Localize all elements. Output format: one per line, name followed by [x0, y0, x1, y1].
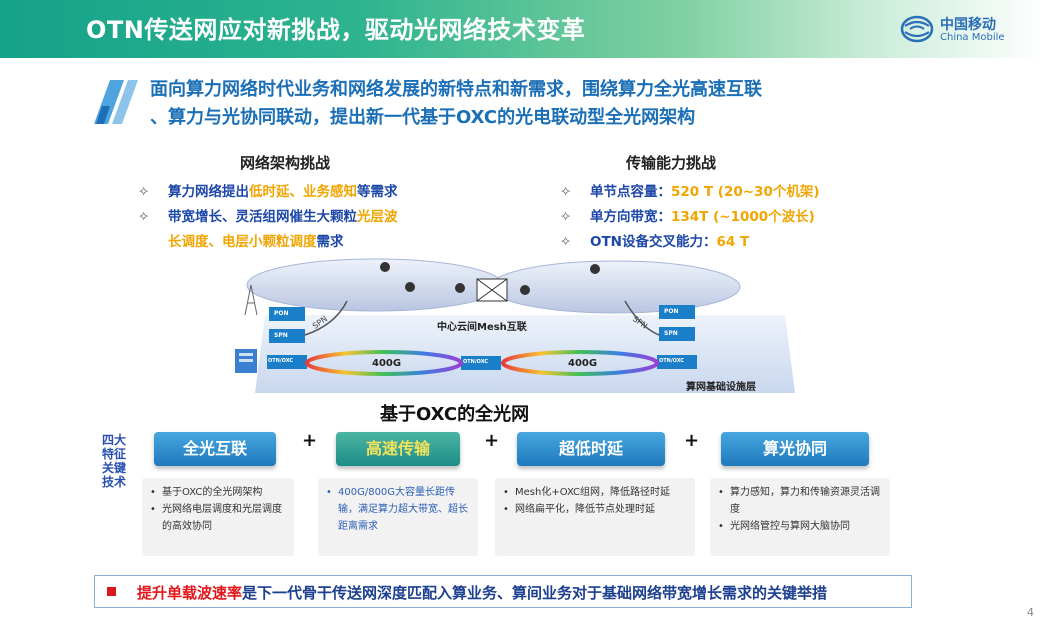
network-challenge-title: 网络架构挑战 [240, 154, 331, 172]
feature-detail-item: •基于OXC的全光网架构 [150, 487, 263, 498]
feature-all-optical-interconnect: 全光互联 [154, 432, 276, 466]
page-number: 4 [1027, 606, 1034, 619]
feature-detail-item: •Mesh化+OXC组网，降低路径时延 [503, 487, 671, 498]
transport-challenge-item: ✧ 单方向带宽：134T (~1000个波长) [560, 205, 920, 230]
network-challenge-list: ✧ 算力网络提出低时延、业务感知等需求 ✧ 带宽增长、灵活组网催生大颗粒光层波 … [138, 180, 498, 255]
otn-oxc-label-right: OTN/OXC [659, 358, 685, 364]
feature-detail-item: •400G/800G大容量长距传输，满足算力超大带宽、超长距离需求 [326, 487, 468, 532]
diamond-bullet-icon: ✧ [138, 209, 150, 225]
spn-label: SPN [274, 332, 288, 339]
feature-detail-item: •光网络管控与算网大脑协同 [718, 521, 850, 532]
intro-text: 面向算力网络时代业务和网络发展的新特点和新需求，围绕算力全光高速互联 、算力与光… [150, 76, 910, 132]
spn-box-right [659, 327, 695, 341]
feature-high-speed-transmission: 高速传输 [336, 432, 460, 466]
plus-sign: + [484, 430, 500, 451]
pon-label: PON [274, 310, 289, 317]
feature-detail-item: •光网络电层调度和光层调度的高效协同 [150, 504, 282, 532]
diamond-bullet-icon: ✧ [560, 184, 572, 200]
red-square-bullet-icon [107, 587, 116, 596]
transport-challenge-item: ✧ 单节点容量：520 T (20~30个机架) [560, 180, 920, 205]
transport-challenge-item: ✧ OTN设备交叉能力：64 T [560, 230, 920, 255]
china-mobile-logo-icon [900, 15, 934, 43]
network-node [380, 262, 390, 272]
otn-oxc-box-left [267, 355, 307, 369]
diamond-bullet-icon: ✧ [560, 234, 572, 250]
diamond-bullet-icon: ✧ [138, 184, 150, 200]
plus-sign: + [302, 430, 318, 451]
oxc-all-optical-title: 基于OXC的全光网 [380, 404, 530, 425]
ring-400g-right [501, 350, 659, 376]
ring-400g-left [305, 350, 463, 376]
four-features-vertical-label: 四大特征关键技术 [101, 433, 126, 489]
network-challenge-item-cont: 长调度、电层小颗粒调度需求 [168, 234, 344, 250]
infra-layer-label: 算网基础设施层 [686, 382, 756, 393]
intro-line-1: 面向算力网络时代业务和网络发展的新特点和新需求，围绕算力全光高速互联 [150, 79, 762, 100]
network-challenge-item: ✧ 算力网络提出低时延、业务感知等需求 [138, 180, 498, 205]
spn-label-right: SPN [664, 330, 678, 337]
feature-detail-box: •基于OXC的全光网架构 •光网络电层调度和光层调度的高效协同 [142, 478, 294, 556]
logo-text-en: China Mobile [940, 32, 1005, 43]
mesh-label: 中心云间Mesh互联 [437, 322, 527, 333]
page-title: OTN传送网应对新挑战，驱动光网络技术变革 [86, 16, 586, 44]
mesh-interconnect-icon [476, 278, 508, 302]
left-cloud [246, 258, 504, 312]
network-node [590, 264, 600, 274]
network-architecture-diagram [235, 258, 795, 393]
network-node [455, 283, 465, 293]
feature-detail-box: •Mesh化+OXC组网，降低路径时延 •网络扁平化，降低节点处理时延 [495, 478, 695, 556]
network-node [405, 282, 415, 292]
slash-bars-icon [94, 80, 138, 124]
conclusion-text: 提升单载波速率是下一代骨干传送网深度匹配入算业务、算间业务对于基础网络带宽增长需… [137, 584, 828, 602]
otn-oxc-box-center [461, 356, 501, 370]
title-bar: OTN传送网应对新挑战，驱动光网络技术变革 中国移动 China Mobile [0, 0, 1045, 58]
transport-challenge-title: 传输能力挑战 [626, 154, 717, 172]
feature-detail-item: •算力感知，算力和传输资源灵活调度 [718, 487, 880, 515]
network-node [520, 285, 530, 295]
diamond-bullet-icon: ✧ [560, 209, 572, 225]
cell-tower-icon [244, 284, 258, 316]
network-challenge-item: ✧ 带宽增长、灵活组网催生大颗粒光层波 [138, 205, 498, 230]
pon-label-right: PON [664, 308, 679, 315]
ring-label-left: 400G [372, 358, 402, 369]
logo-text-cn: 中国移动 [940, 17, 996, 33]
feature-ultra-low-latency: 超低时延 [517, 432, 665, 466]
pon-box [269, 307, 305, 321]
feature-detail-item: •网络扁平化，降低节点处理时延 [503, 504, 655, 515]
pon-box-right [659, 305, 695, 319]
otn-oxc-label-left: OTN/OXC [268, 358, 294, 364]
server-rack-icon [235, 349, 257, 373]
otn-oxc-label-center: OTN/OXC [463, 359, 489, 365]
feature-detail-box: •算力感知，算力和传输资源灵活调度 •光网络管控与算网大脑协同 [710, 478, 890, 556]
spn-box [269, 329, 305, 343]
intro-line-2: 、算力与光协同联动，提出新一代基于OXC的光电联动型全光网架构 [150, 107, 696, 128]
ring-label-right: 400G [568, 358, 598, 369]
plus-sign: + [684, 430, 700, 451]
china-mobile-logo: 中国移动 China Mobile [900, 12, 1030, 48]
otn-oxc-box-right [657, 355, 697, 369]
feature-detail-box: •400G/800G大容量长距传输，满足算力超大带宽、超长距离需求 [318, 478, 478, 556]
transport-challenge-list: ✧ 单节点容量：520 T (20~30个机架) ✧ 单方向带宽：134T (~… [560, 180, 920, 255]
conclusion-box: 提升单载波速率是下一代骨干传送网深度匹配入算业务、算间业务对于基础网络带宽增长需… [94, 575, 912, 608]
feature-compute-optical-synergy: 算光协同 [721, 432, 869, 466]
